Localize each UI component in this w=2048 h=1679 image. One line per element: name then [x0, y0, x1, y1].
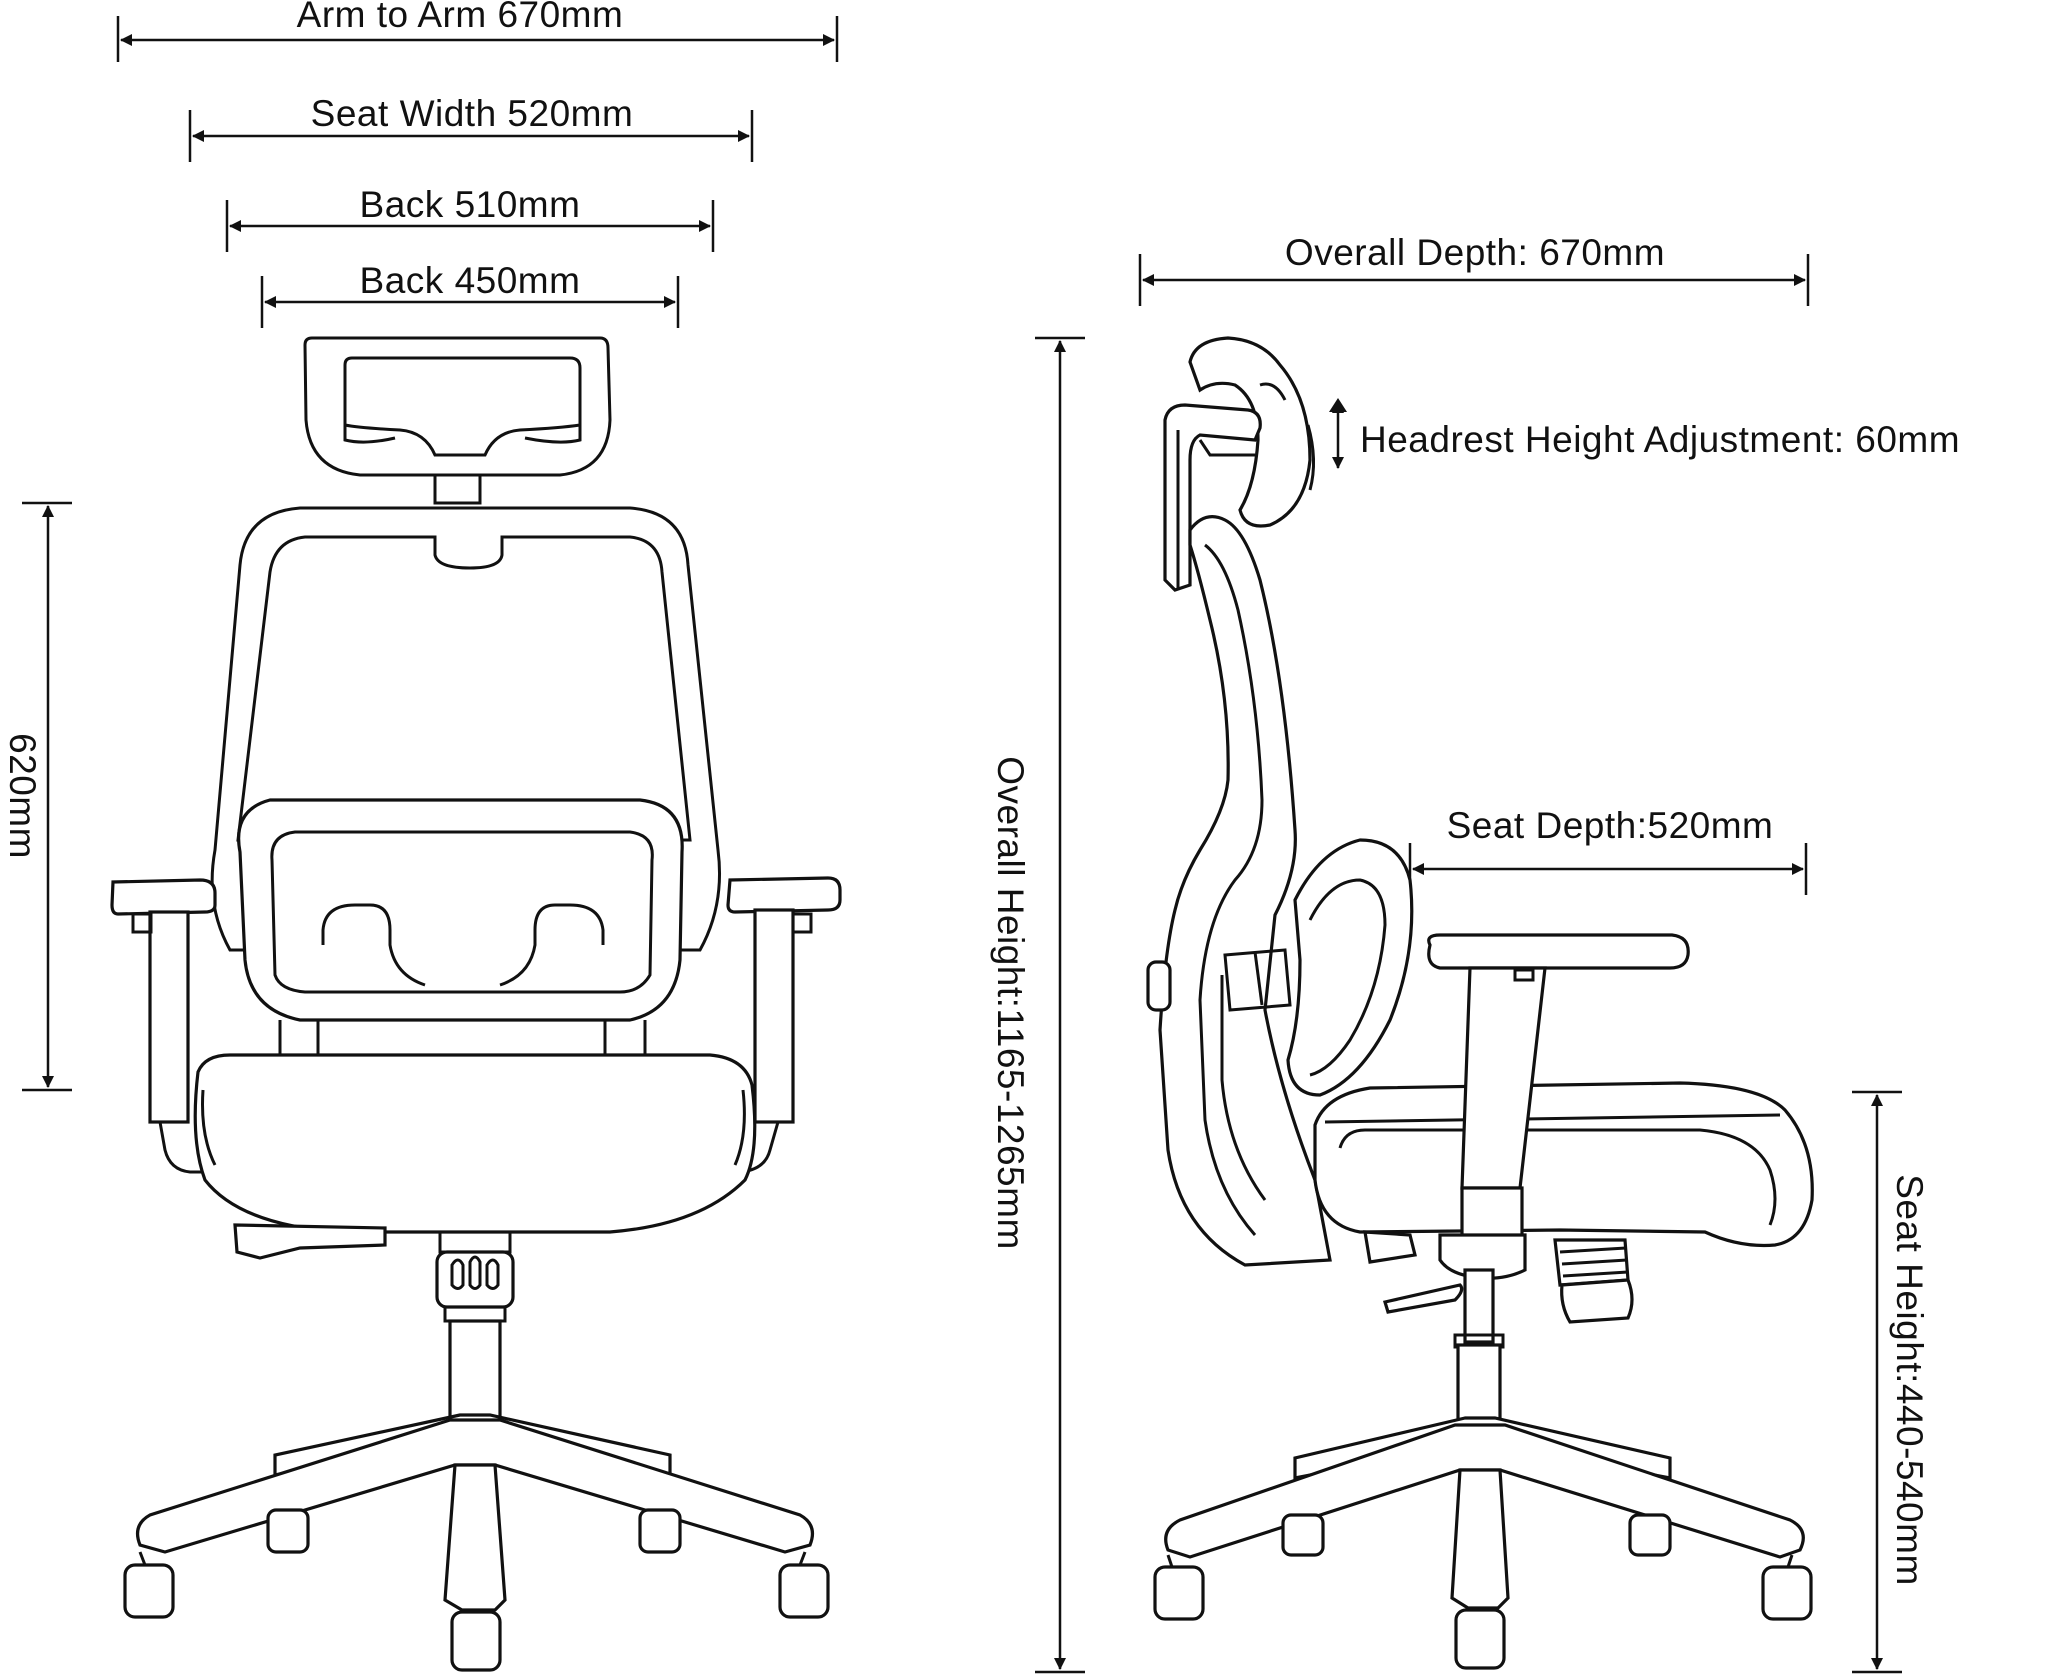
seat-height-label: Seat Height:440-540mm — [1889, 1174, 1930, 1586]
front-view-chair — [110, 336, 842, 1672]
arm-to-arm-label: Arm to Arm 670mm — [297, 0, 624, 35]
front-backrest — [210, 506, 721, 1060]
front-height-lever — [233, 1223, 387, 1260]
back-height-label: 620mm — [2, 733, 43, 859]
dimension-overall-height: Overall Height:1165-1265mm — [990, 336, 1085, 1674]
front-star-base — [136, 1413, 814, 1612]
side-view-chair — [1146, 336, 1814, 1670]
side-seat — [1313, 1081, 1814, 1248]
dimension-back-450: Back 450mm — [260, 260, 680, 328]
side-casters — [1153, 1513, 1813, 1670]
front-headrest — [303, 336, 612, 505]
side-armrest — [1427, 933, 1690, 1240]
dimension-seat-depth: Seat Depth:520mm — [1408, 805, 1808, 895]
side-lumbar — [1223, 838, 1414, 1097]
back-450-label: Back 450mm — [360, 260, 581, 301]
dimension-arm-to-arm: Arm to Arm 670mm — [116, 0, 839, 62]
side-headrest — [1188, 336, 1316, 528]
front-casters — [123, 1508, 830, 1672]
dimension-seat-width: Seat Width 520mm — [188, 93, 754, 162]
seat-depth-label: Seat Depth:520mm — [1447, 805, 1774, 846]
overall-height-label: Overall Height:1165-1265mm — [990, 756, 1031, 1250]
dimension-seat-height: Seat Height:440-540mm — [1852, 1090, 1930, 1674]
side-star-base — [1164, 1416, 1805, 1610]
back-510-label: Back 510mm — [360, 184, 581, 225]
dimension-overall-depth: Overall Depth: 670mm — [1138, 232, 1810, 306]
front-right-armrest — [715, 876, 842, 1174]
dimension-back-510: Back 510mm — [225, 184, 715, 252]
seat-width-label: Seat Width 520mm — [311, 93, 634, 134]
side-gas-lift — [1453, 1268, 1505, 1427]
up-down-arrow-icon — [1329, 398, 1347, 412]
overall-depth-label: Overall Depth: 670mm — [1285, 232, 1665, 273]
dimension-back-height: 620mm — [2, 501, 72, 1092]
front-seat — [193, 1053, 757, 1234]
headrest-adjustment-label: Headrest Height Adjustment: 60mm — [1360, 419, 1960, 460]
front-gas-lift — [435, 1230, 515, 1423]
front-left-armrest — [110, 878, 217, 1174]
side-backrest — [1146, 515, 1332, 1267]
dimension-headrest-adjustment: Headrest Height Adjustment: 60mm — [1329, 398, 1960, 469]
side-mechanism — [1363, 1230, 1634, 1324]
